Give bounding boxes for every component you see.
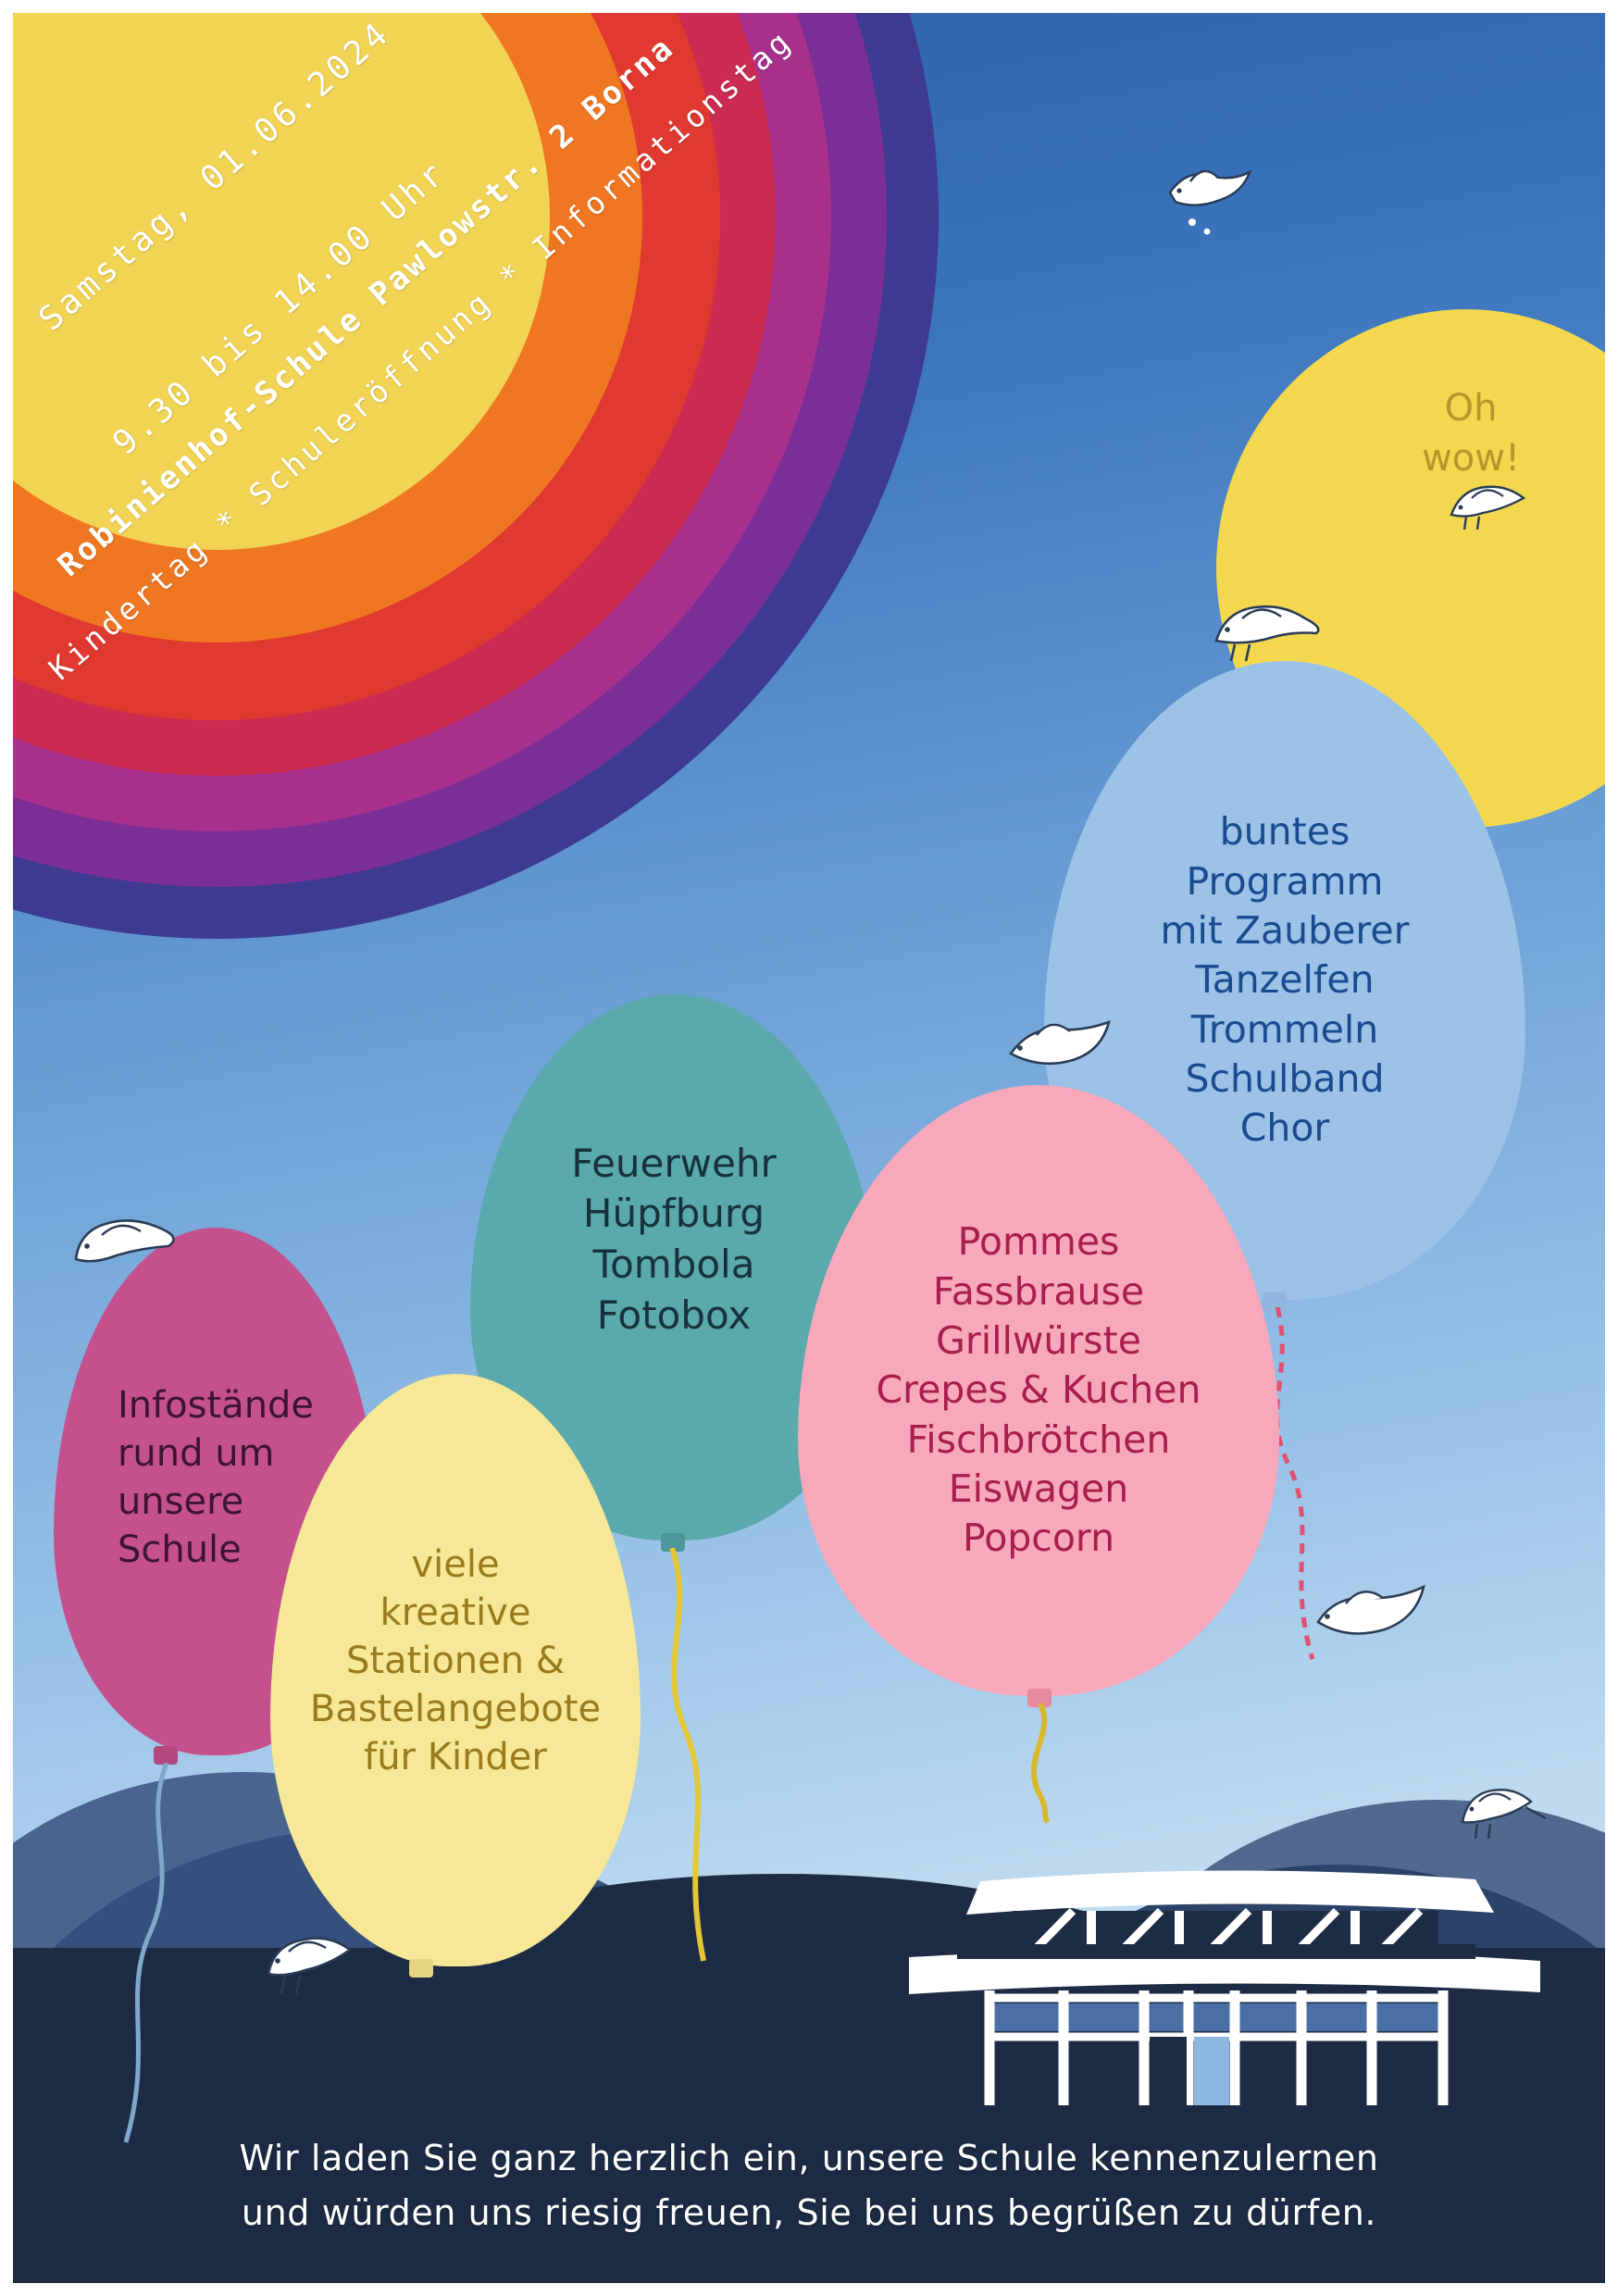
balloon-pink-line-4: Crepes & Kuchen	[876, 1367, 1201, 1413]
balloon-yellow-knot	[409, 1959, 433, 1978]
bird-icon-building-right	[1461, 1789, 1547, 1840]
balloon-yellow-line-1: viele	[411, 1543, 500, 1586]
balloon-pink-line-7: Popcorn	[962, 1516, 1115, 1561]
balloon-teal-line-3: Tombola	[592, 1242, 755, 1287]
balloon-blue-line-5: Trommeln	[1190, 1006, 1379, 1052]
balloon-magenta-string	[123, 1763, 169, 2143]
balloon-blue-line-2: Programm	[1186, 858, 1384, 904]
balloon-teal-text: Feuerwehr Hüpfburg Tombola Fotobox	[566, 1139, 782, 1341]
balloon-pink-line-6: Eiswagen	[948, 1466, 1129, 1511]
balloon-yellow-line-5: für Kinder	[364, 1736, 547, 1778]
bird-icon-left-magenta	[74, 1219, 175, 1263]
balloon-blue-string	[1275, 1307, 1315, 1660]
balloon-blue-programm: buntes Programm mit Zauberer Tanzelfen T…	[1044, 661, 1525, 1300]
rainbow-arcs	[13, 13, 939, 939]
bird-icon-blue-balloon-top	[1214, 605, 1320, 662]
balloon-magenta-line-3: unsere	[117, 1480, 244, 1523]
balloon-yellow-line-2: kreative	[380, 1591, 531, 1634]
balloon-yellow-text: viele kreative Stationen & Bastelangebot…	[305, 1541, 606, 1781]
bird-icon-flying-right-low	[1316, 1584, 1425, 1635]
balloon-pink-string	[1030, 1703, 1051, 1824]
balloon-magenta-line-4: Schule	[117, 1529, 242, 1571]
balloon-blue-knot	[1263, 1292, 1287, 1311]
balloon-magenta-knot	[154, 1746, 178, 1765]
school-building	[909, 1870, 1540, 2105]
balloon-teal-knot	[661, 1533, 685, 1552]
invitation-line-1: Wir laden Sie ganz herzlich ein, unsere …	[239, 2138, 1379, 2179]
balloon-pink-line-2: Fassbrause	[932, 1268, 1145, 1314]
balloon-blue-line-3: mit Zauberer	[1160, 908, 1410, 954]
balloon-blue-line-1: buntes	[1219, 809, 1350, 855]
balloon-blue-text: buntes Programm mit Zauberer Tanzelfen T…	[1155, 807, 1415, 1153]
balloon-pink-line-1: Pommes	[957, 1219, 1120, 1265]
oh-wow-line-1: Oh	[1444, 387, 1498, 430]
balloon-pink-food: Pommes Fassbrause Grillwürste Crepes & K…	[798, 1085, 1279, 1696]
balloon-magenta-text: Infostände rund um unsere Schule	[112, 1381, 319, 1574]
bird-icon-flying-center	[1009, 1019, 1111, 1066]
balloon-pink-line-3: Grillwürste	[936, 1318, 1141, 1364]
invitation-text: Wir laden Sie ganz herzlich ein, unsere …	[13, 2131, 1605, 2240]
balloon-pink-line-5: Fischbrötchen	[906, 1416, 1171, 1462]
balloon-teal-line-4: Fotobox	[596, 1292, 752, 1338]
bird-icon-top-right	[1168, 169, 1252, 235]
oh-wow-note: Oh wow!	[1422, 383, 1520, 483]
balloon-yellow-line-4: Bastelangebote	[309, 1688, 602, 1730]
balloon-teal-line-2: Hüpfburg	[582, 1191, 765, 1237]
bird-icon-bottom-left	[267, 1937, 353, 1995]
balloon-pink-text: Pommes Fassbrause Grillwürste Crepes & K…	[870, 1217, 1206, 1563]
balloon-blue-line-6: Schulband	[1185, 1055, 1385, 1101]
balloon-yellow-line-3: Stationen &	[345, 1640, 566, 1682]
balloon-yellow-kreativ: viele kreative Stationen & Bastelangebot…	[270, 1374, 641, 1966]
oh-wow-line-2: wow!	[1422, 437, 1520, 480]
balloon-pink-knot	[1027, 1689, 1052, 1707]
sky-background: Samstag, 01.06.2024 9.30 bis 14.00 Uhr R…	[13, 13, 1605, 2283]
balloon-teal-line-1: Feuerwehr	[571, 1140, 777, 1186]
balloon-magenta-line-2: rund um	[117, 1432, 275, 1475]
bird-icon-sun-right	[1450, 485, 1526, 530]
invitation-line-2: und würden uns riesig freuen, Sie bei un…	[241, 2192, 1377, 2234]
balloon-blue-line-4: Tanzelfen	[1195, 957, 1375, 1003]
balloon-blue-line-7: Chor	[1239, 1105, 1330, 1151]
balloon-teal-string	[669, 1548, 706, 1962]
balloon-magenta-line-1: Infostände	[117, 1384, 315, 1427]
